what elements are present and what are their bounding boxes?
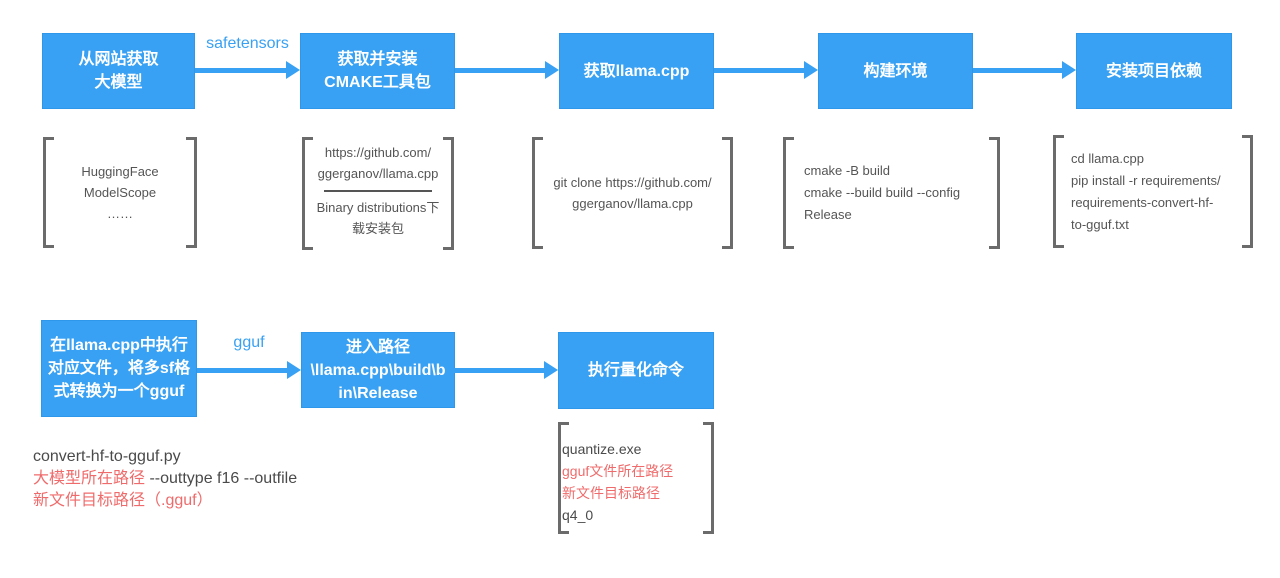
step-title-line: 大模型 (94, 74, 143, 91)
note-line: ggerganov/llama.cpp (572, 196, 693, 211)
quantize-exe-line: quantize.exe (562, 441, 642, 457)
step-convert-sf-to-gguf: 在llama.cpp中执行 对应文件，将多sf格 式转换为一个gguf (41, 320, 197, 417)
note-line: …… (107, 206, 133, 221)
bracket-left (783, 137, 794, 249)
note-line: 载安装包 (351, 221, 404, 236)
arrow-head-icon (804, 61, 818, 79)
arrow-step3-step4 (714, 61, 818, 80)
arrow-step4-step5 (973, 61, 1076, 80)
arrow-shaft (453, 368, 547, 373)
note-cmake-download: https://github.com/ ggerganov/llama.cpp … (302, 137, 454, 250)
step-title-line: 进入路径 (345, 338, 410, 356)
note-line: Release (804, 207, 852, 222)
step-build-environment: 构建环境 (818, 33, 973, 109)
step-title-line: 获取并安装 (337, 51, 418, 68)
step-install-cmake: 获取并安装 CMAKE工具包 (300, 33, 455, 109)
note-line: Binary distributions下 (316, 200, 440, 215)
arrow-enterpath-quantize (453, 361, 558, 380)
note-pip-install: cd llama.cpp pip install -r requirements… (1053, 135, 1253, 248)
bracket-right (722, 137, 733, 249)
step-title-line: in\Release (338, 384, 418, 402)
convert-script-name: convert-hf-to-gguf.py (33, 448, 181, 465)
note-line: git clone https://github.com/ (553, 175, 712, 190)
divider-line (324, 190, 432, 192)
bracket-left (532, 137, 543, 249)
step-title-line: 在llama.cpp中执行 (50, 337, 188, 354)
note-line: ggerganov/llama.cpp (317, 166, 439, 181)
step-title-line: 安装项目依赖 (1105, 62, 1202, 80)
step-title-line: 式转换为一个gguf (53, 383, 185, 400)
note-line: cmake -B build (804, 163, 890, 178)
bracket-right (186, 137, 197, 248)
arrow-label-gguf: gguf (233, 334, 265, 351)
note-cmake-build-commands: cmake -B build cmake --build build --con… (783, 137, 1000, 249)
step-title-line: CMAKE工具包 (324, 74, 431, 91)
step-get-model-from-website: 从网站获取 大模型 (42, 33, 195, 109)
note-line: to-gguf.txt (1071, 216, 1129, 232)
note-quantize-command: quantize.exe gguf文件所在路径 新文件目标路径 q4_0 (558, 422, 714, 534)
arrow-shaft (197, 368, 290, 373)
note-convert-command: convert-hf-to-gguf.py 大模型所在路径 --outtype … (33, 446, 297, 512)
note-model-sources: HuggingFace ModelScope …… (43, 137, 197, 248)
arrow-step2-step3 (455, 61, 559, 80)
step-title-line: 构建环境 (863, 62, 928, 80)
note-line: ModelScope (83, 185, 157, 200)
note-line: 大模型所在路径 --outtype f16 --outfile (33, 468, 297, 490)
arrow-shaft (195, 68, 289, 73)
arrow-shaft (973, 68, 1065, 73)
note-line: convert-hf-to-gguf.py (33, 446, 297, 468)
arrow-head-icon (544, 361, 558, 379)
quant-type-line: q4_0 (562, 507, 594, 523)
bracket-right (989, 137, 1000, 249)
arrow-head-icon (286, 61, 300, 79)
step-title-line: 执行量化命令 (587, 362, 684, 379)
step-title-line: 获取llama.cpp (583, 62, 690, 80)
model-path-placeholder: 大模型所在路径 (33, 470, 146, 487)
note-line: HuggingFace (81, 164, 159, 179)
note-line: cmake --build build --config (804, 185, 961, 200)
step-title-line: 从网站获取 (78, 51, 159, 68)
step-title-line: \llama.cpp\build\b (310, 361, 446, 379)
arrow-head-icon (1062, 61, 1076, 79)
arrow-step1-step2 (195, 61, 300, 80)
bracket-left (302, 137, 313, 250)
note-git-clone: git clone https://github.com/ ggerganov/… (532, 137, 733, 249)
bracket-left (558, 422, 569, 534)
note-line: https://github.com/ (324, 145, 432, 160)
target-path-placeholder: 新文件目标路径 (562, 485, 660, 501)
bracket-right (1242, 135, 1253, 248)
step-install-dependencies: 安装项目依赖 (1076, 33, 1232, 109)
step-title-line: 对应文件，将多sf格 (47, 360, 191, 377)
output-path-placeholder: 新文件目标路径（.gguf） (33, 492, 213, 509)
arrow-shaft (455, 68, 548, 73)
gguf-path-placeholder: gguf文件所在路径 (562, 463, 674, 479)
arrow-label-safetensors: safetensors (206, 35, 289, 52)
arrow-head-icon (287, 361, 301, 379)
step-enter-release-path: 进入路径 \llama.cpp\build\b in\Release (301, 332, 455, 408)
bracket-right (443, 137, 454, 250)
note-line: pip install -r requirements/ (1071, 172, 1221, 188)
bracket-left (1053, 135, 1064, 248)
arrow-convert-enterpath (197, 361, 301, 380)
arrow-head-icon (545, 61, 559, 79)
convert-options: --outtype f16 --outfile (145, 470, 298, 487)
note-line: cd llama.cpp (1071, 150, 1144, 166)
bracket-left (43, 137, 54, 248)
step-run-quantize: 执行量化命令 (558, 332, 714, 409)
step-get-llamacpp: 获取llama.cpp (559, 33, 714, 109)
arrow-shaft (714, 68, 807, 73)
note-line: requirements-convert-hf- (1071, 194, 1214, 210)
note-line: 新文件目标路径（.gguf） (33, 490, 297, 512)
bracket-right (703, 422, 714, 534)
